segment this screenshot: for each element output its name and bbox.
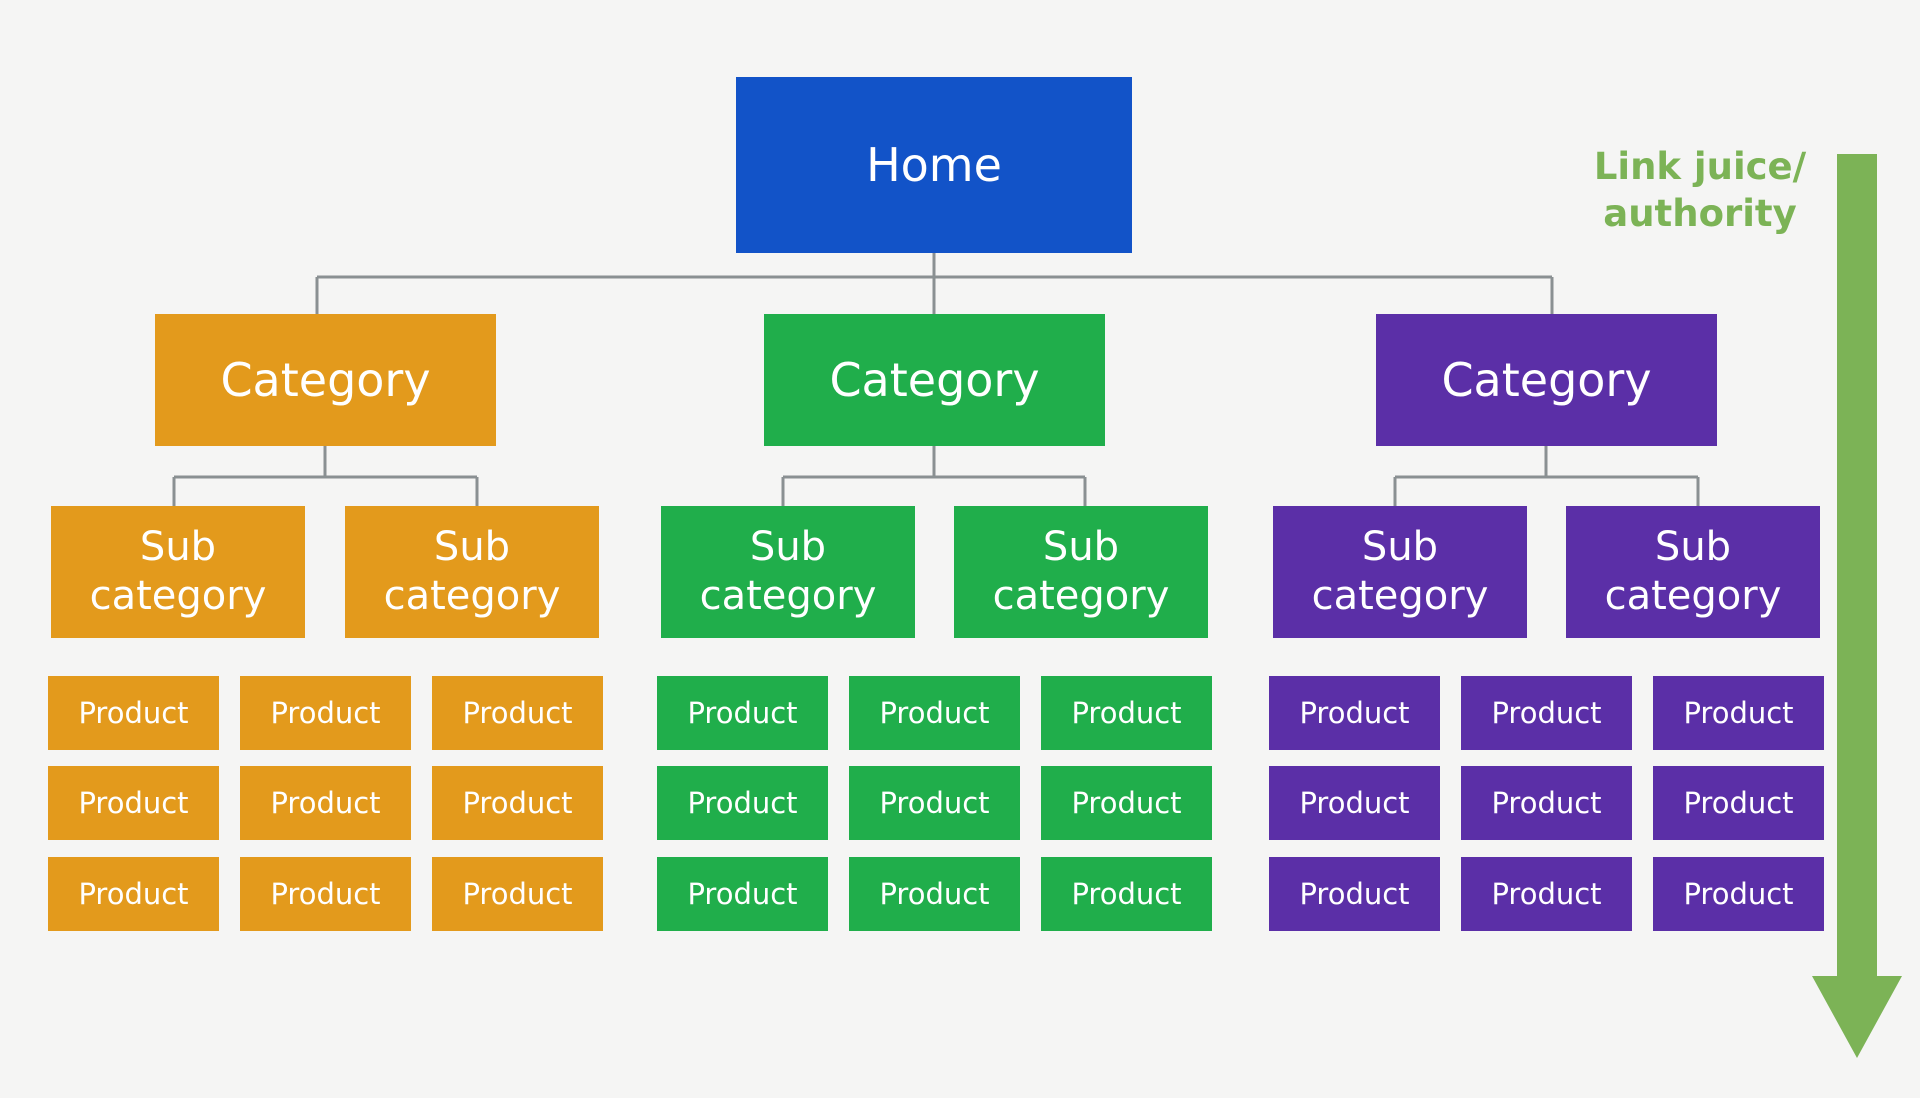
subcategory-node: Sub category [1566, 506, 1820, 638]
subcategory-node: Sub category [661, 506, 915, 638]
product-label: Product [687, 696, 798, 730]
subcategory-label: Sub category [699, 524, 877, 619]
product-label: Product [879, 696, 990, 730]
product-label: Product [687, 786, 798, 820]
product-label: Product [879, 786, 990, 820]
product-label: Product [1491, 786, 1602, 820]
home-label: Home [866, 138, 1002, 192]
subcategory-label: Sub category [1311, 524, 1489, 619]
product-label: Product [1683, 877, 1794, 911]
product-label: Product [1299, 696, 1410, 730]
subcategory-node: Sub category [1273, 506, 1527, 638]
product-label: Product [1491, 696, 1602, 730]
product-label: Product [270, 877, 381, 911]
product-node: Product [849, 676, 1020, 750]
product-node: Product [48, 857, 219, 931]
product-label: Product [1491, 877, 1602, 911]
subcategory-label: Sub category [89, 524, 267, 619]
product-node: Product [1461, 857, 1632, 931]
product-node: Product [849, 766, 1020, 840]
product-node: Product [1653, 766, 1824, 840]
category-label: Category [829, 353, 1040, 407]
product-node: Product [1461, 766, 1632, 840]
product-node: Product [849, 857, 1020, 931]
product-label: Product [462, 786, 573, 820]
product-node: Product [1653, 676, 1824, 750]
product-node: Product [48, 676, 219, 750]
product-node: Product [1041, 766, 1212, 840]
product-node: Product [657, 676, 828, 750]
product-node: Product [432, 857, 603, 931]
product-label: Product [1071, 877, 1182, 911]
product-node: Product [1041, 676, 1212, 750]
product-label: Product [1071, 696, 1182, 730]
product-label: Product [78, 877, 189, 911]
product-node: Product [432, 676, 603, 750]
product-node: Product [48, 766, 219, 840]
product-node: Product [657, 857, 828, 931]
product-node: Product [432, 766, 603, 840]
product-label: Product [1299, 877, 1410, 911]
home-node: Home [736, 77, 1132, 253]
product-node: Product [657, 766, 828, 840]
product-node: Product [1653, 857, 1824, 931]
category-node-orange: Category [155, 314, 496, 446]
product-node: Product [1269, 766, 1440, 840]
product-node: Product [240, 676, 411, 750]
subcategory-label: Sub category [992, 524, 1170, 619]
category-node-green: Category [764, 314, 1105, 446]
product-label: Product [78, 786, 189, 820]
category-node-purple: Category [1376, 314, 1717, 446]
subcategory-node: Sub category [345, 506, 599, 638]
product-label: Product [687, 877, 798, 911]
subcategory-node: Sub category [51, 506, 305, 638]
product-node: Product [1041, 857, 1212, 931]
product-label: Product [462, 877, 573, 911]
subcategory-label: Sub category [1604, 524, 1782, 619]
product-label: Product [270, 786, 381, 820]
product-node: Product [1461, 676, 1632, 750]
product-label: Product [1683, 786, 1794, 820]
down-arrow-icon [1812, 154, 1902, 1058]
subcategory-label: Sub category [383, 524, 561, 619]
product-label: Product [1071, 786, 1182, 820]
product-label: Product [879, 877, 990, 911]
product-label: Product [270, 696, 381, 730]
product-label: Product [1683, 696, 1794, 730]
product-label: Product [1299, 786, 1410, 820]
arrow-shape [1812, 154, 1902, 1058]
product-node: Product [1269, 857, 1440, 931]
product-node: Product [1269, 676, 1440, 750]
subcategory-node: Sub category [954, 506, 1208, 638]
product-node: Product [240, 857, 411, 931]
category-label: Category [1441, 353, 1652, 407]
product-label: Product [78, 696, 189, 730]
category-label: Category [220, 353, 431, 407]
link-juice-label: Link juice/ authority [1593, 145, 1807, 235]
product-node: Product [240, 766, 411, 840]
product-label: Product [462, 696, 573, 730]
